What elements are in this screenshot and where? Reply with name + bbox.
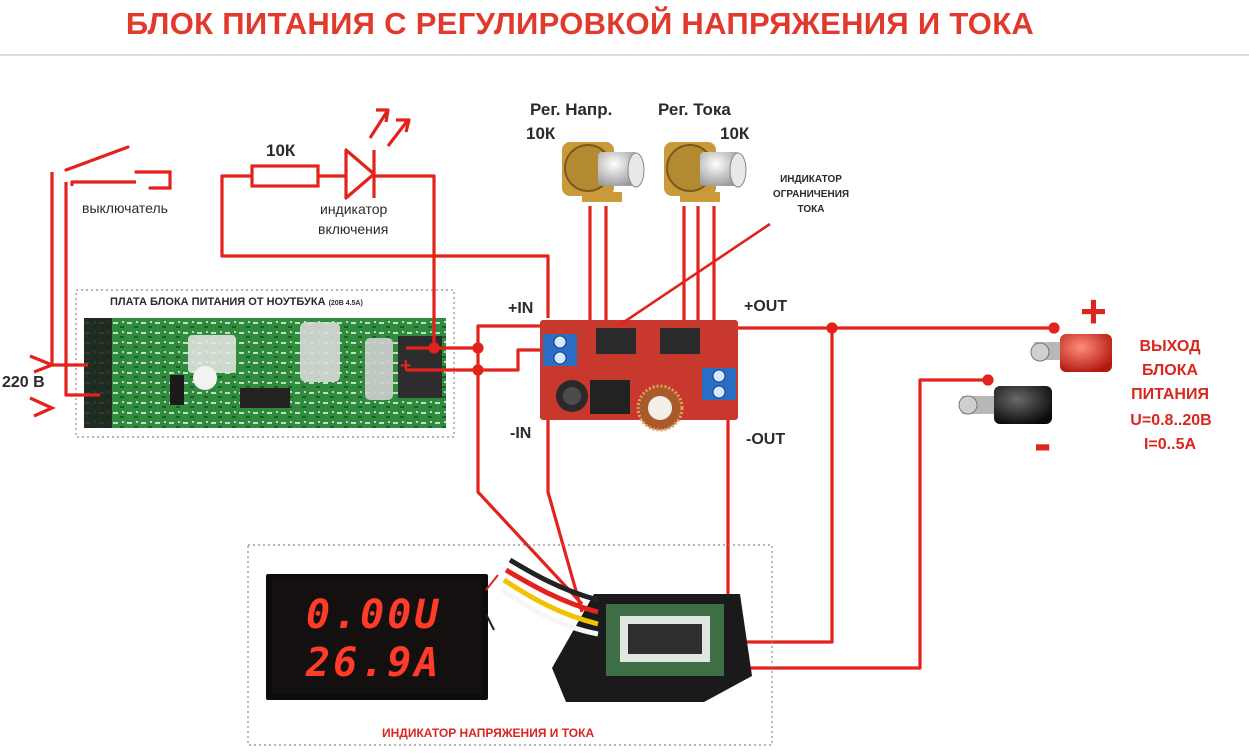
pot-voltage bbox=[562, 142, 645, 202]
meter-current-readout: 26.9A bbox=[306, 640, 442, 686]
output-voltage-range: U=0.8..20В bbox=[1130, 412, 1212, 429]
minus-sign: - bbox=[1034, 415, 1052, 473]
led-label-line2: включения bbox=[318, 221, 389, 237]
meter-voltage-readout: 0.00U bbox=[306, 592, 442, 638]
wire-resistor-to-in bbox=[220, 174, 550, 318]
output-label-line1: ВЫХОД bbox=[1139, 338, 1201, 355]
wire-board-minus bbox=[406, 348, 560, 372]
pot-current-name: Рег. Тока bbox=[658, 100, 731, 119]
board-label-spec: (20В 4.5А) bbox=[328, 300, 363, 307]
mains-arrows bbox=[29, 354, 57, 418]
limit-pointer bbox=[617, 222, 771, 328]
black-binding-post bbox=[958, 386, 1052, 424]
resistor-label: 10К bbox=[266, 141, 296, 160]
switch-return bbox=[70, 180, 136, 186]
led-indicator bbox=[344, 108, 411, 200]
board-label-main: ПЛАТА БЛОКА ПИТАНИЯ ОТ НОУТБУКА bbox=[110, 296, 326, 308]
title-divider bbox=[0, 54, 1249, 56]
diagram-title: БЛОК ПИТАНИЯ С РЕГУЛИРОВКОЙ НАПРЯЖЕНИЯ И… bbox=[125, 6, 1035, 41]
pot-current bbox=[664, 142, 747, 202]
wire-led-down bbox=[374, 174, 436, 348]
meter-label: ИНДИКАТОР НАПРЯЖЕНИЯ И ТОКА bbox=[382, 726, 595, 740]
pot-current-value: 10К bbox=[720, 124, 750, 143]
wire-in-to-meter-1 bbox=[476, 348, 584, 606]
limit-label-line3: ТОКА bbox=[797, 204, 825, 215]
switch-label: выключатель bbox=[82, 200, 168, 216]
pot1-wire-a bbox=[588, 206, 640, 334]
mains-wire-2 bbox=[64, 182, 100, 397]
output-current-range: I=0..5А bbox=[1143, 436, 1197, 453]
out-plus-label: +OUT bbox=[744, 298, 788, 315]
limit-label-line1: ИНДИКАТОР bbox=[780, 174, 842, 185]
plus-sign: + bbox=[1080, 285, 1107, 337]
power-switch bbox=[64, 145, 172, 190]
limit-label-line2: ОГРАНИЧЕНИЯ bbox=[772, 189, 850, 200]
in-minus-label: -IN bbox=[510, 425, 532, 442]
wire-board-plus bbox=[406, 324, 560, 350]
pot-voltage-name: Рег. Напр. bbox=[530, 100, 613, 119]
resistor bbox=[250, 164, 320, 188]
red-binding-post bbox=[1030, 334, 1112, 372]
pot1-wire-b bbox=[604, 206, 640, 342]
output-label-line2: БЛОКА bbox=[1141, 362, 1199, 379]
out-minus-label: -OUT bbox=[746, 431, 786, 448]
meter-frame bbox=[247, 544, 773, 746]
meter-module-rear bbox=[500, 557, 752, 702]
output-label-line3: ПИТАНИЯ bbox=[1131, 386, 1209, 403]
buck-module bbox=[540, 320, 738, 432]
pot-voltage-value: 10К bbox=[526, 124, 556, 143]
board-label: ПЛАТА БЛОКА ПИТАНИЯ ОТ НОУТБУКА (20В 4.5… bbox=[110, 296, 363, 308]
laptop-psu-board bbox=[75, 289, 455, 438]
meter-display bbox=[266, 574, 499, 700]
in-plus-label: +IN bbox=[508, 300, 534, 317]
mains-label: 220 В bbox=[2, 374, 45, 391]
led-label-line1: индикатор bbox=[320, 201, 388, 217]
pcb-capacitor bbox=[193, 366, 217, 390]
board-plus-mark: + bbox=[400, 355, 412, 377]
